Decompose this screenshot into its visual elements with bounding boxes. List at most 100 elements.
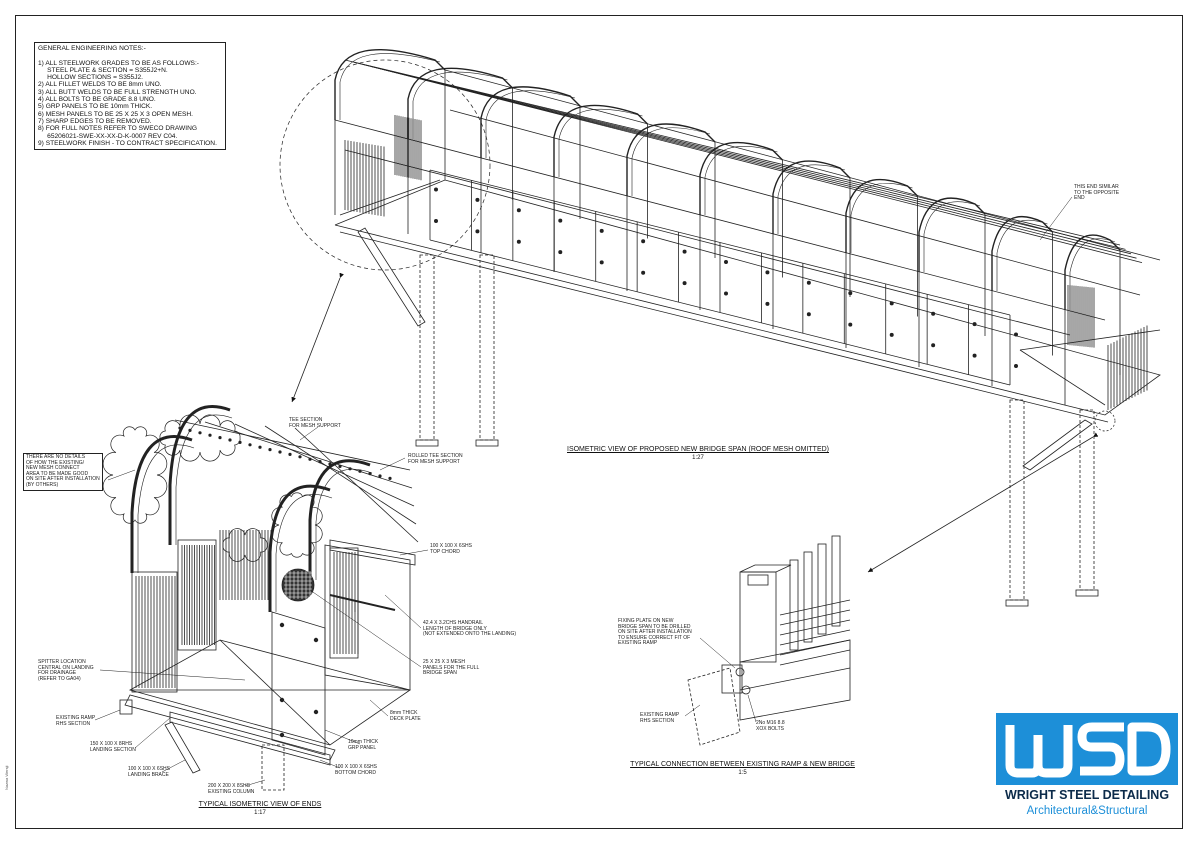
end-hoop-inner	[315, 468, 373, 580]
handrail-back	[449, 109, 1141, 296]
bolt	[806, 312, 811, 317]
handrail	[329, 594, 396, 611]
column-baseplate	[415, 439, 439, 447]
bolt	[279, 697, 285, 703]
roof-rail	[264, 425, 417, 525]
note-rolled-tee: ROLLED TEE SECTION FOR MESH SUPPORT	[408, 453, 463, 465]
logo-tagline: Architectural&Structural	[1026, 805, 1148, 817]
roof-bolt	[268, 447, 272, 452]
roof-hoop-inner	[996, 219, 1048, 291]
main-view-scale: 1:27	[692, 455, 704, 461]
roof-bolt	[258, 445, 262, 449]
roof-purlin	[353, 61, 1126, 250]
bolt	[516, 208, 521, 213]
existing-column	[1079, 409, 1095, 591]
note-bolts: 2No M16 8.8 XOX BOLTS	[756, 720, 785, 732]
note-fixing-plate: FIXING PLATE ON NEW BRIDGE SPAN TO BE DR…	[618, 618, 692, 647]
end-hoop-inner	[137, 444, 195, 573]
deck-plate-line	[219, 639, 331, 746]
roof-bolt	[278, 450, 282, 454]
revision-cloud	[102, 426, 168, 524]
column-baseplate	[475, 439, 499, 447]
roof-hoop-inner	[631, 127, 711, 196]
side-text: Nazwa Wersji	[4, 765, 9, 790]
wsd-logo-icon	[1005, 722, 1171, 778]
roof-rail	[204, 421, 413, 489]
note-line: GENERAL ENGINEERING NOTES:-	[38, 45, 146, 52]
bolt	[806, 280, 811, 285]
bolt	[475, 229, 480, 234]
revision-cloud	[222, 528, 268, 562]
bolt	[313, 637, 319, 643]
leader-line	[699, 637, 736, 669]
landing-edge-beam	[124, 694, 336, 761]
detail-circle-connection	[1094, 410, 1116, 432]
ramp-section	[119, 699, 133, 715]
roof-bolt	[208, 433, 212, 437]
leader-line	[161, 759, 186, 773]
bolt	[889, 332, 894, 337]
bolt	[682, 249, 687, 254]
bridge-deck-outline	[334, 179, 1161, 416]
leader-line	[1039, 196, 1073, 241]
mesh-post	[831, 535, 841, 627]
column-baseplate	[1075, 589, 1099, 597]
bolt	[641, 270, 646, 275]
note-line: 8) FOR FULL NOTES REFER TO SWECO DRAWING	[38, 125, 197, 133]
note-line: 6) MESH PANELS TO BE 25 X 25 X 3 OPEN ME…	[38, 110, 194, 118]
landing-deck	[1019, 329, 1161, 351]
roof-bolt	[298, 455, 302, 459]
note-mesh-panels: 25 X 25 X 3 MESH PANELS FOR THE FULL BRI…	[423, 659, 480, 677]
note-line: HOLLOW SECTIONS = S355J2.	[38, 74, 143, 82]
end-hoop-inner	[275, 494, 333, 612]
side-mesh-panel	[177, 539, 217, 651]
roof-bolt	[288, 452, 292, 456]
existing-column	[419, 254, 435, 441]
leader-line	[99, 669, 246, 681]
bolt	[641, 239, 646, 244]
bolt	[599, 260, 604, 265]
mesh-post	[789, 559, 799, 651]
leader-line	[244, 779, 266, 787]
fixing-plate	[721, 664, 743, 694]
side-mesh-panel	[131, 571, 178, 693]
note-line: 5) GRP PANELS TO BE 10mm THICK.	[38, 103, 153, 111]
roof-hoop	[918, 197, 986, 272]
landing-deck	[1019, 349, 1106, 406]
deck-line	[779, 599, 851, 616]
roof-purlin	[344, 59, 1121, 246]
roof-purlin	[371, 66, 1137, 259]
bridge-post-top	[739, 564, 792, 573]
bolt	[1014, 363, 1019, 368]
leader-line	[94, 709, 121, 721]
note-line: 9) STEELWORK FINISH - TO CONTRACT SPECIF…	[38, 139, 217, 147]
note-no-details: THERE ARE NO DETAILS OF HOW THE EXISTING…	[23, 453, 103, 491]
note-line: 1) ALL STEELWORK GRADES TO BE AS FOLLOWS…	[38, 59, 199, 67]
roof-bolt	[188, 428, 192, 432]
note-spitter: SPITTER LOCATION CENTRAL ON LANDING FOR …	[38, 659, 94, 682]
roof-hoop-inner	[339, 53, 441, 120]
note-existing-column: 200 X 200 X 8SHS EXISTING COLUMN	[208, 783, 255, 795]
note-line: 4) ALL BOLTS TO BE GRADE 8.8 UNO.	[38, 96, 156, 104]
roof-bolt	[308, 457, 312, 461]
roof-hoop	[334, 49, 446, 120]
bolt	[972, 322, 977, 327]
existing-column	[479, 254, 495, 441]
column-baseplate	[1005, 599, 1029, 607]
leader-lines	[94, 196, 1099, 787]
roof-hoop	[991, 215, 1053, 291]
roof-hoop-inner	[485, 90, 576, 158]
deck-line	[779, 619, 851, 636]
logo-mark	[996, 713, 1178, 785]
leader-line	[319, 759, 341, 769]
connection-detail	[687, 535, 851, 746]
roof-bolt	[338, 464, 342, 468]
bottom-chord-lower	[339, 231, 1109, 423]
roof-hoop-inner	[850, 182, 913, 253]
main-view-title: ISOMETRIC VIEW OF PROPOSED NEW BRIDGE SP…	[567, 446, 829, 453]
existing-ramp-rhs	[687, 667, 741, 746]
note-landing-brace: 100 X 100 X 6SHS LANDING BRACE	[128, 766, 170, 778]
roof-bolt	[178, 426, 182, 430]
